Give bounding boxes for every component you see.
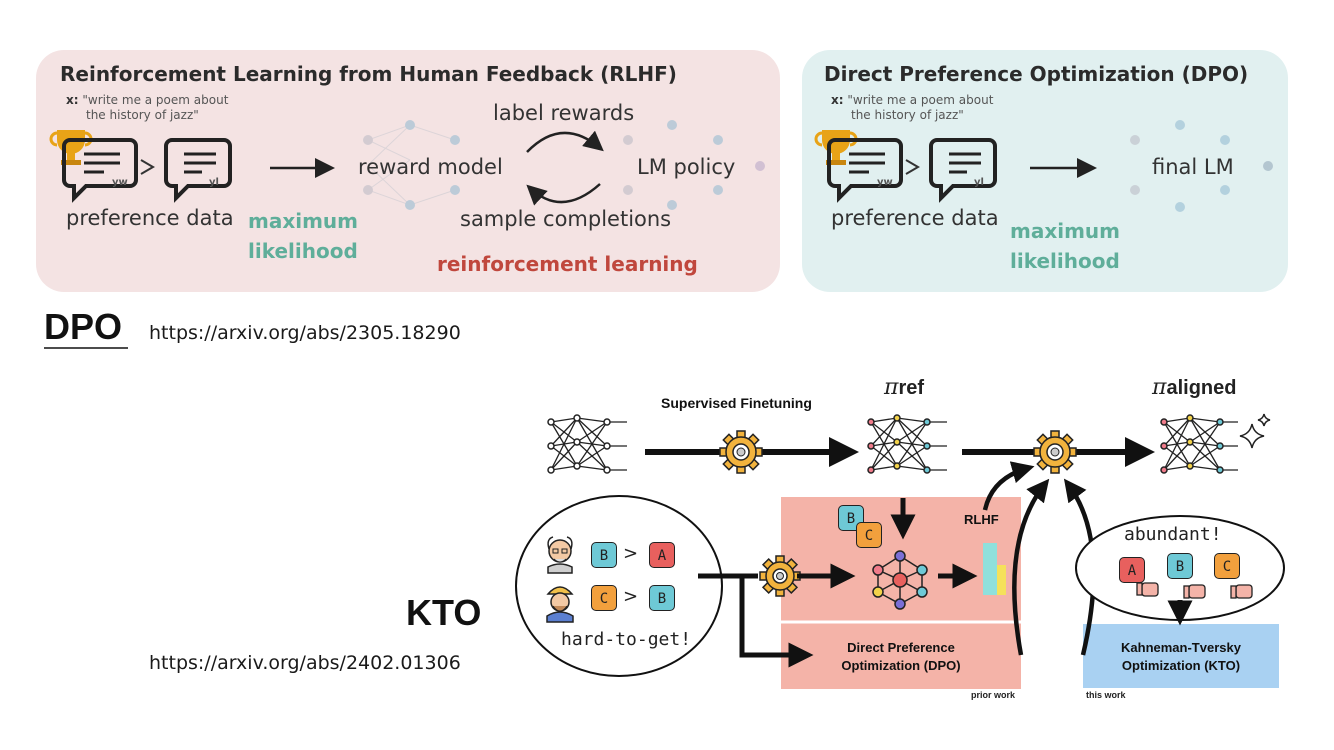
sample-completions-label: sample completions bbox=[460, 207, 672, 231]
final-lm-network-icon bbox=[1130, 120, 1273, 212]
kto-box-label: Kahneman-Tversky Optimization (KTO) bbox=[1100, 639, 1262, 675]
worker-person-icon bbox=[546, 586, 574, 623]
aligned-model-network-icon bbox=[1160, 414, 1238, 474]
dpo-box-line-1: Direct Preference bbox=[847, 640, 955, 655]
kto-box-line-2: Optimization (KTO) bbox=[1121, 658, 1241, 673]
prompt-line-2: the history of jazz" bbox=[86, 108, 199, 122]
tile-b: B bbox=[591, 542, 617, 568]
pi-symbol: π bbox=[1152, 375, 1167, 400]
rlhf-to-gear-arrow bbox=[982, 461, 1035, 511]
kto-url-link[interactable]: https://arxiv.org/abs/2402.01306 bbox=[149, 652, 461, 674]
hard-to-get-circle bbox=[515, 495, 723, 677]
reward-model-label: reward model bbox=[358, 155, 503, 179]
greater-than-icon bbox=[140, 159, 155, 175]
tile-b: B bbox=[649, 585, 675, 611]
sparkle-icon bbox=[1239, 413, 1271, 449]
reward-model-network-icon bbox=[363, 120, 460, 210]
prompt-prefix: x: bbox=[831, 93, 844, 107]
yl-label: yl bbox=[209, 177, 219, 188]
label-rewards-label: label rewards bbox=[493, 101, 635, 125]
preference-gear-icon bbox=[759, 555, 801, 597]
dpo-prompt: x: "write me a poem about the history of… bbox=[831, 93, 993, 123]
pi-subscript: ref bbox=[898, 377, 925, 399]
reinforcement-learning-label: reinforcement learning bbox=[437, 252, 698, 276]
base-model-network-icon bbox=[547, 414, 627, 474]
abundant-label: abundant! bbox=[1124, 524, 1222, 545]
dpo-box-line-2: Optimization (DPO) bbox=[841, 658, 961, 673]
this-work-label: this work bbox=[1086, 690, 1126, 700]
greater-than-icon bbox=[905, 159, 920, 175]
pi-symbol: π bbox=[884, 375, 899, 400]
reward-bar-2 bbox=[997, 565, 1006, 595]
rlhf-label: RLHF bbox=[964, 512, 999, 527]
dpo-panel bbox=[802, 50, 1288, 292]
maximum-likelihood-label: maximum likelihood bbox=[248, 206, 358, 266]
dpo-title: Direct Preference Optimization (DPO) bbox=[824, 62, 1249, 86]
rlhf-prompt: x: "write me a poem about the history of… bbox=[66, 93, 228, 123]
yw-label: yw bbox=[112, 177, 128, 188]
chat-bubble-loser-icon bbox=[164, 138, 232, 203]
prompt-prefix: x: bbox=[66, 93, 79, 107]
greater-than-sign: > bbox=[623, 543, 639, 564]
reward-bar-3 bbox=[1006, 575, 1014, 595]
lm-policy-network-icon bbox=[623, 120, 765, 210]
rlhf-title: Reinforcement Learning from Human Feedba… bbox=[60, 62, 677, 86]
reference-model-network-icon bbox=[867, 414, 947, 474]
sft-gear-icon bbox=[719, 430, 763, 474]
chat-bubble-winner-icon bbox=[62, 138, 138, 203]
dpo-heading: DPO bbox=[44, 306, 123, 347]
prompt-line-1: "write me a poem about bbox=[82, 93, 229, 107]
dpo-to-gear-arrow bbox=[1012, 478, 1050, 656]
final-lm-label: final LM bbox=[1152, 155, 1234, 179]
supervised-finetuning-label: Supervised Finetuning bbox=[661, 395, 812, 411]
thumbs-up-icon bbox=[1183, 584, 1206, 599]
max-likelihood-line-1: maximum bbox=[1010, 219, 1121, 243]
reward-network-icon bbox=[872, 550, 928, 610]
rlhf-panel bbox=[36, 50, 780, 292]
tile-c: C bbox=[856, 522, 882, 548]
pi-subscript: aligned bbox=[1166, 377, 1237, 399]
kto-box-line-1: Kahneman-Tversky bbox=[1121, 640, 1241, 655]
maximum-likelihood-label: maximum likelihood bbox=[1010, 216, 1120, 276]
preference-data-label: preference data bbox=[831, 206, 999, 230]
sample-completions-arrow bbox=[526, 183, 601, 206]
tile-a: A bbox=[1119, 557, 1145, 583]
yw-label: yw bbox=[877, 177, 893, 188]
prior-work-label: prior work bbox=[971, 690, 1016, 700]
dpo-url-link[interactable]: https://arxiv.org/abs/2305.18290 bbox=[149, 322, 461, 344]
yl-label: yl bbox=[974, 177, 984, 188]
greater-than-sign: > bbox=[623, 586, 639, 607]
lm-policy-label: LM policy bbox=[637, 155, 736, 179]
kto-box bbox=[1083, 624, 1279, 688]
pi-aligned-label: πaligned bbox=[1152, 375, 1236, 400]
tile-c: C bbox=[1214, 553, 1240, 579]
hard-to-get-label: hard-to-get! bbox=[561, 629, 692, 650]
thumbs-down-icon bbox=[1136, 582, 1159, 597]
elderly-person-icon bbox=[547, 536, 573, 574]
kto-heading: KTO bbox=[406, 592, 482, 633]
tile-c: C bbox=[591, 585, 617, 611]
chat-bubble-loser-icon bbox=[929, 138, 997, 203]
preference-to-dpo-arrow bbox=[739, 576, 814, 668]
chat-bubble-winner-icon bbox=[827, 138, 903, 203]
dpo-box-label: Direct Preference Optimization (DPO) bbox=[826, 639, 976, 675]
reward-bar-1 bbox=[983, 543, 997, 595]
prompt-line-1: "write me a poem about bbox=[847, 93, 994, 107]
preference-data-label: preference data bbox=[66, 206, 234, 230]
max-likelihood-line-2: likelihood bbox=[248, 239, 358, 263]
thumbs-up-icon bbox=[1230, 584, 1253, 599]
tile-a: A bbox=[649, 542, 675, 568]
max-likelihood-line-2: likelihood bbox=[1010, 249, 1120, 273]
label-rewards-arrow bbox=[526, 130, 604, 153]
alignment-gear-icon bbox=[1033, 430, 1077, 474]
max-likelihood-line-1: maximum bbox=[248, 209, 359, 233]
pi-ref-label: πref bbox=[884, 375, 924, 400]
prompt-line-2: the history of jazz" bbox=[851, 108, 964, 122]
tile-b: B bbox=[1167, 553, 1193, 579]
